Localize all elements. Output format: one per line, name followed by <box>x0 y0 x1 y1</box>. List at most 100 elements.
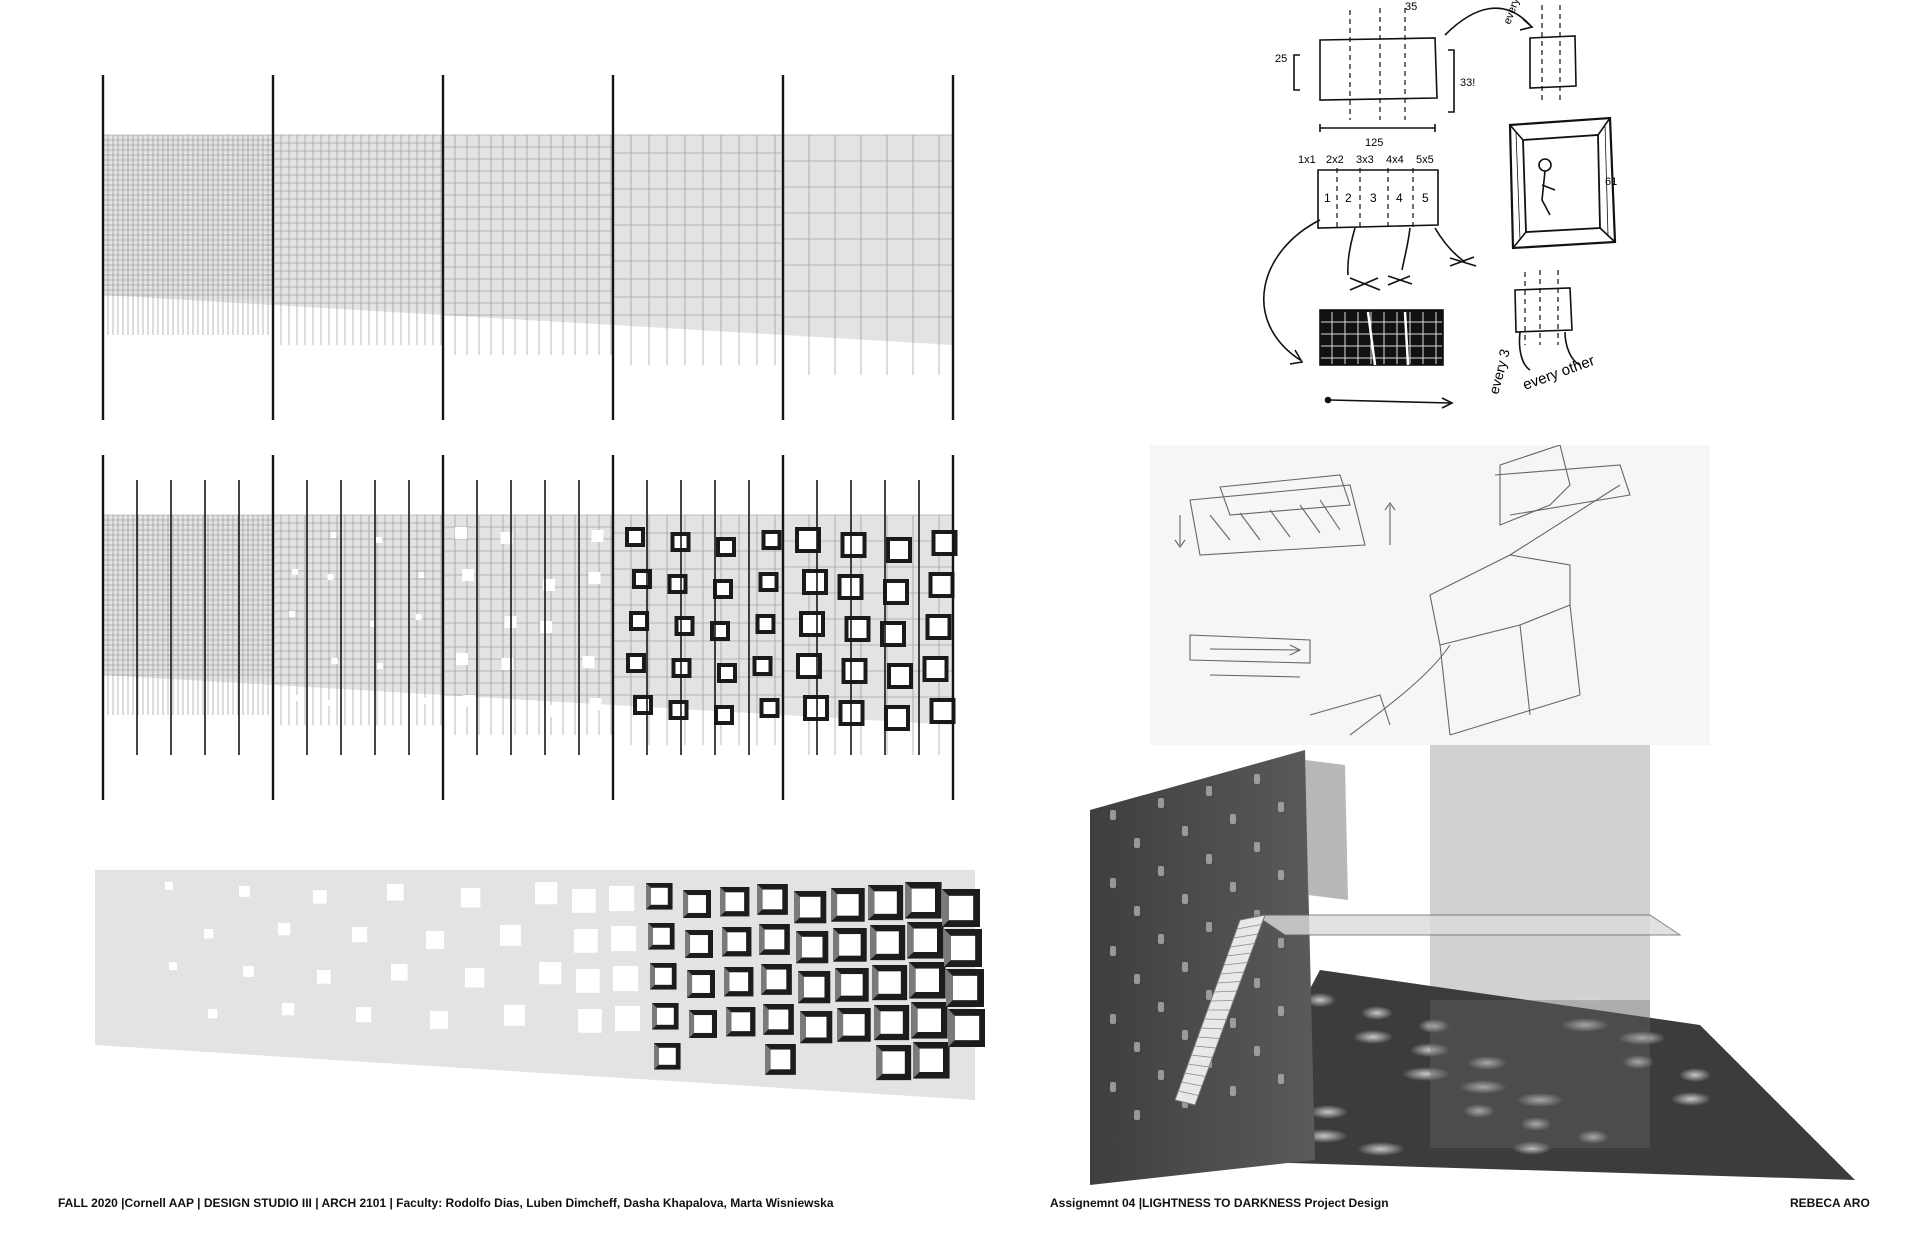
elevation-opening-hole <box>208 1009 218 1019</box>
elevation-opening-hole <box>694 1015 712 1033</box>
stair-tread <box>1220 971 1245 975</box>
floor-light-spot <box>1463 1104 1495 1118</box>
svg-text:4: 4 <box>1396 191 1403 205</box>
elevation-opening-hole <box>837 894 859 916</box>
dim-25-label: 25 <box>1275 53 1287 65</box>
wall-opening <box>1278 802 1284 812</box>
elevation-opening-hole <box>654 967 672 985</box>
elevation-opening-side <box>757 884 763 915</box>
opening-hole <box>500 532 513 544</box>
size-labels: 1x1 2x2 3x3 4x4 5x5 <box>1298 154 1434 166</box>
elevation-opening-side <box>683 890 689 918</box>
opening-hole <box>935 534 954 552</box>
author-name: REBECA ARO <box>1790 1196 1870 1210</box>
opening-hole <box>756 660 769 672</box>
elevation-opening-hole <box>313 890 327 904</box>
elevation-opening-side <box>650 963 655 990</box>
elevation-opening-hole <box>426 931 444 949</box>
elevation-opening-hole <box>387 884 404 901</box>
elevation-opening-hole <box>539 962 562 985</box>
svg-text:3x3: 3x3 <box>1356 154 1374 166</box>
elevation-opening-hole <box>609 886 635 912</box>
opening-hole <box>718 709 730 721</box>
opening-hole <box>637 699 649 711</box>
floor-light-spot <box>1561 1018 1609 1032</box>
elevation-opening-side <box>911 1002 918 1039</box>
elevation-opening-hole <box>950 935 976 961</box>
floor-light-spot <box>1459 1080 1507 1094</box>
opening-hole <box>890 541 908 559</box>
elevation-opening-hole <box>841 974 863 996</box>
note-every-top: every <box>1502 0 1523 26</box>
elevation-opening-side <box>687 970 693 998</box>
wall-opening <box>1206 786 1212 796</box>
opening-hole <box>633 615 645 627</box>
elevation-opening-side <box>944 929 951 967</box>
elevation-opening-hole <box>611 926 637 952</box>
elevation-opening-hole <box>658 1047 676 1065</box>
wall-opening <box>1110 946 1116 956</box>
wall-opening <box>1254 842 1260 852</box>
opening-hole <box>721 667 733 679</box>
opening-hole <box>415 614 422 620</box>
elevation-opening-hole <box>768 1009 789 1030</box>
opening-hole <box>932 576 951 594</box>
opening-hole <box>376 537 382 543</box>
opening-hole <box>588 572 601 584</box>
opening-hole <box>800 657 818 675</box>
elevation-opening-side <box>800 1011 806 1044</box>
elevation-opening-hole <box>656 1007 674 1025</box>
elevation-opening-hole <box>169 962 177 970</box>
elevation-opening-side <box>948 1009 955 1047</box>
wall-opening <box>1206 854 1212 864</box>
grid-lines <box>272 514 443 725</box>
opening-hole <box>672 704 685 716</box>
stair-tread <box>1213 990 1238 993</box>
elevation-opening-hole <box>278 923 291 936</box>
wall-opening <box>1134 1110 1140 1120</box>
floor-light-spot <box>1353 1030 1393 1044</box>
elevation-opening-hole <box>731 1012 751 1032</box>
wall-opening <box>1230 1086 1236 1096</box>
opening-hole <box>377 663 383 669</box>
grid-lines <box>612 134 783 365</box>
opening-hole <box>848 620 867 638</box>
elevation-opening-side <box>868 885 875 921</box>
grid-lines <box>102 514 274 715</box>
wall-opening <box>1278 1006 1284 1016</box>
stair-treads <box>1178 924 1262 1096</box>
wall-opening <box>1230 814 1236 824</box>
opening-hole <box>636 573 648 585</box>
elevation-opening-hole <box>764 929 785 950</box>
elevation-opening-side <box>870 925 877 961</box>
wall-opening <box>1110 1082 1116 1092</box>
opening-hole <box>929 618 948 636</box>
wall-elevation-drawing <box>95 870 985 1100</box>
grid-panel-section <box>443 515 613 705</box>
elevation-opening-side <box>946 969 953 1007</box>
floor-light-spot <box>1520 1117 1552 1131</box>
wall-openings <box>1110 774 1284 1120</box>
elevation-opening-hole <box>576 969 600 993</box>
elevation-opening-hole <box>688 895 706 913</box>
stair-tread <box>1230 943 1255 948</box>
stair-tread <box>1226 952 1252 957</box>
svg-text:5: 5 <box>1422 191 1429 205</box>
openings-study-panel <box>95 455 965 805</box>
elevation-opening-hole <box>911 888 935 912</box>
opening-hole <box>462 569 474 581</box>
opening-hole <box>630 657 642 669</box>
elevation-opening-hole <box>690 935 708 953</box>
svg-text:4x4: 4x4 <box>1386 154 1404 166</box>
opening-hole <box>419 698 426 704</box>
elevation-opening-hole <box>204 929 214 939</box>
wall-opening <box>1182 894 1188 904</box>
floor-light-spot <box>1418 1019 1450 1033</box>
elevation-opening-hole <box>874 891 897 914</box>
elevation-opening-hole <box>954 1015 980 1041</box>
elevation-opening-hole <box>650 887 668 905</box>
openings-study-drawing <box>101 455 958 800</box>
wall-opening <box>1158 866 1164 876</box>
elevation-opening-side <box>913 1042 920 1079</box>
elevation-opening-side <box>724 967 730 997</box>
